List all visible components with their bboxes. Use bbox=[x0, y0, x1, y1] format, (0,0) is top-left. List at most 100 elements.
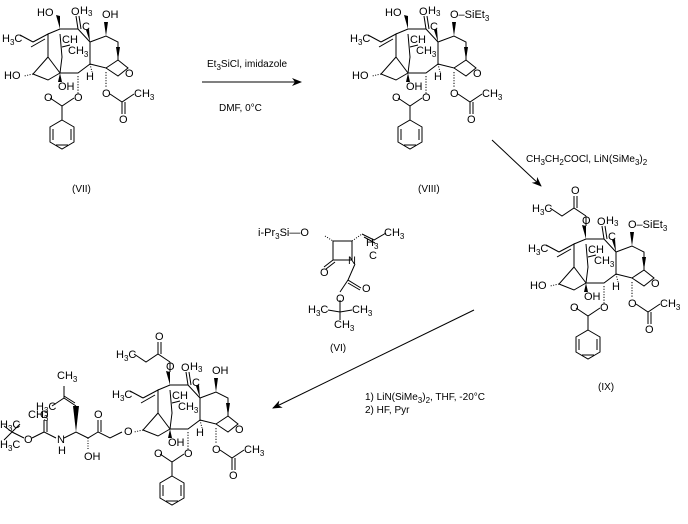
c18-methyl: H3C bbox=[528, 243, 548, 257]
compound-vii: HO O H 3 C OH H3C CH CH3 HO OH H O O O O… bbox=[2, 5, 155, 195]
acetate-carbonyl-oxygen: O bbox=[645, 324, 654, 336]
ketone-oxygen-label: O bbox=[597, 216, 606, 228]
c2-ester-oxygen: O bbox=[74, 92, 83, 104]
c3-hydrogen: H bbox=[196, 427, 204, 439]
c1-hydroxyl: OH bbox=[406, 81, 423, 93]
boc-ester-oxygen: O bbox=[336, 293, 345, 305]
benzoate-carbonyl-oxygen: O bbox=[570, 302, 579, 314]
vinyl-methyl: CH3 bbox=[384, 227, 405, 241]
propionyl-carbonyl-oxygen: O bbox=[155, 331, 164, 343]
c4-ester-oxygen: O bbox=[102, 88, 111, 100]
c19-methyl-c: C bbox=[430, 21, 438, 33]
amide-nitrogen: N bbox=[57, 434, 65, 446]
c18-methyl: H3C bbox=[2, 33, 22, 47]
c19-methyl-c: C bbox=[82, 21, 90, 33]
c19-methyl-h: H bbox=[80, 5, 88, 17]
c10-hydroxyl: HO bbox=[385, 7, 402, 19]
c13-hydroxyl: HO bbox=[530, 280, 547, 292]
c3-hydrogen: H bbox=[612, 281, 620, 293]
acetate-methyl: CH3 bbox=[134, 88, 155, 102]
c3-hydrogen: H bbox=[434, 71, 442, 83]
compound-label-vi: (VI) bbox=[330, 343, 346, 354]
c10-hydroxyl: HO bbox=[37, 7, 54, 19]
c17-methyl: CH3 bbox=[68, 45, 89, 59]
tbu-methyl-3: CH3 bbox=[334, 319, 355, 333]
compound-ix: O O H3C O H 3 C O–SiEt3 H3C CH CH3 HO OH… bbox=[528, 185, 681, 393]
c4-ester-oxygen: O bbox=[212, 444, 221, 456]
c7-silyl-ether: O–SiEt3 bbox=[450, 9, 490, 23]
step-2-reagents: CH3CH2COCl, LiN(SiMe3)2 bbox=[526, 154, 648, 167]
tbu-methyl-1: H3C bbox=[0, 419, 20, 433]
propionyl-methyl: H3C bbox=[116, 349, 136, 363]
c13-hydroxyl: HO bbox=[4, 70, 21, 82]
step-3: 1) LiN(SiMe3)2, THF, -20°C 2) HF, Pyr bbox=[272, 309, 485, 416]
lactam-carbonyl-oxygen: O bbox=[320, 267, 329, 279]
compound-label-viii: (VIII) bbox=[418, 184, 440, 195]
c17-methyl: CH3 bbox=[594, 255, 615, 269]
c19-methyl-h: H bbox=[606, 215, 614, 227]
propionyl-methyl: H3C bbox=[532, 203, 552, 217]
step-1-reagents: Et3SiCl, imidazole bbox=[207, 59, 287, 72]
tbu-methyl-2: H3C bbox=[0, 439, 20, 453]
lactam-nitrogen: N bbox=[348, 255, 356, 267]
c10-ester-oxygen: O bbox=[582, 215, 591, 227]
subscript: 3 bbox=[436, 9, 441, 18]
c2-prime-hydroxyl: OH bbox=[84, 451, 101, 463]
acetate-methyl: CH3 bbox=[660, 298, 681, 312]
c7-silyl-ether: O–SiEt3 bbox=[628, 219, 668, 233]
c7-hydroxyl: OH bbox=[102, 9, 119, 21]
c1-hydroxyl: OH bbox=[168, 437, 185, 449]
compound-viii: HO O H 3 C O–SiEt3 H3C CH CH3 HO OH H O … bbox=[350, 5, 503, 195]
c7-hydroxyl: OH bbox=[212, 365, 229, 377]
step-1-conditions: DMF, 0°C bbox=[219, 103, 262, 114]
c18-methyl: H3C bbox=[112, 389, 132, 403]
amide-hydrogen: H bbox=[58, 445, 66, 457]
c4-ester-oxygen: O bbox=[628, 298, 637, 310]
c13-ester-oxygen: O bbox=[124, 426, 133, 438]
compound-label-ix: (IX) bbox=[598, 382, 614, 393]
acetate-carbonyl-oxygen: O bbox=[467, 114, 476, 126]
side-chain: O OH N H O O CH3 H3C H3C H3C CH3 bbox=[0, 370, 123, 463]
reaction-arrow-2 bbox=[491, 139, 542, 187]
c19-methyl-c: C bbox=[608, 231, 616, 243]
ester-carbonyl-oxygen: O bbox=[94, 409, 103, 421]
c1-hydroxyl: OH bbox=[58, 81, 75, 93]
ketone-oxygen-label: O bbox=[71, 6, 80, 18]
ketone-oxygen-label: O bbox=[419, 6, 428, 18]
isobutenyl-methyl-2: H3C bbox=[36, 401, 56, 415]
propionyl-carbonyl-oxygen: O bbox=[571, 185, 580, 197]
tbu-methyl-1: H3C bbox=[308, 304, 328, 318]
c2-ester-oxygen: O bbox=[184, 448, 193, 460]
ketone-oxygen-label: O bbox=[181, 362, 190, 374]
boc-carbonyl-oxygen: O bbox=[362, 283, 371, 295]
final-product: O O H3C O H 3 C OH H3C CH CH3 O OH H O O… bbox=[0, 331, 265, 506]
compound-label-vii: (VII) bbox=[72, 184, 91, 195]
c10-ester-oxygen: O bbox=[166, 361, 175, 373]
c4-ester-oxygen: O bbox=[450, 88, 459, 100]
acetate-methyl: CH3 bbox=[482, 88, 503, 102]
c19-methyl-h: H bbox=[190, 361, 198, 373]
triisopropylsilyl-group: i-Pr3Si—O bbox=[258, 227, 309, 241]
acetate-methyl: CH3 bbox=[244, 444, 265, 458]
benzoate-carbonyl-oxygen: O bbox=[44, 92, 53, 104]
c16-methyl: CH bbox=[172, 390, 188, 402]
subscript: 3 bbox=[198, 365, 203, 374]
compound-vi: i-Pr3Si—O O N CH3 H3 C O O H3C CH3 CH3 (… bbox=[258, 227, 405, 354]
c17-methyl: CH3 bbox=[416, 45, 437, 59]
c18-methyl: H3C bbox=[350, 33, 370, 47]
carbamate-carbonyl-oxygen: O bbox=[40, 409, 49, 421]
tbu-methyl-2: CH3 bbox=[352, 304, 373, 318]
c19-methyl-c: C bbox=[192, 377, 200, 389]
c19-methyl-h: H bbox=[428, 5, 436, 17]
carbamate-ester-oxygen: O bbox=[24, 434, 33, 446]
isobutenyl-methyl-1: CH3 bbox=[57, 370, 78, 384]
step-3-reagents-line-1: 1) LiN(SiMe3)2, THF, -20°C bbox=[365, 392, 485, 405]
step-2: CH3CH2COCl, LiN(SiMe3)2 bbox=[491, 139, 648, 187]
vinyl-methyl-2-c: C bbox=[369, 250, 377, 262]
oxetane-oxygen: O bbox=[473, 68, 482, 80]
benzoate-carbonyl-oxygen: O bbox=[154, 448, 163, 460]
step-1: Et3SiCl, imidazole DMF, 0°C bbox=[202, 59, 302, 114]
c16-methyl: CH bbox=[410, 34, 426, 46]
subscript: 3 bbox=[88, 9, 93, 18]
